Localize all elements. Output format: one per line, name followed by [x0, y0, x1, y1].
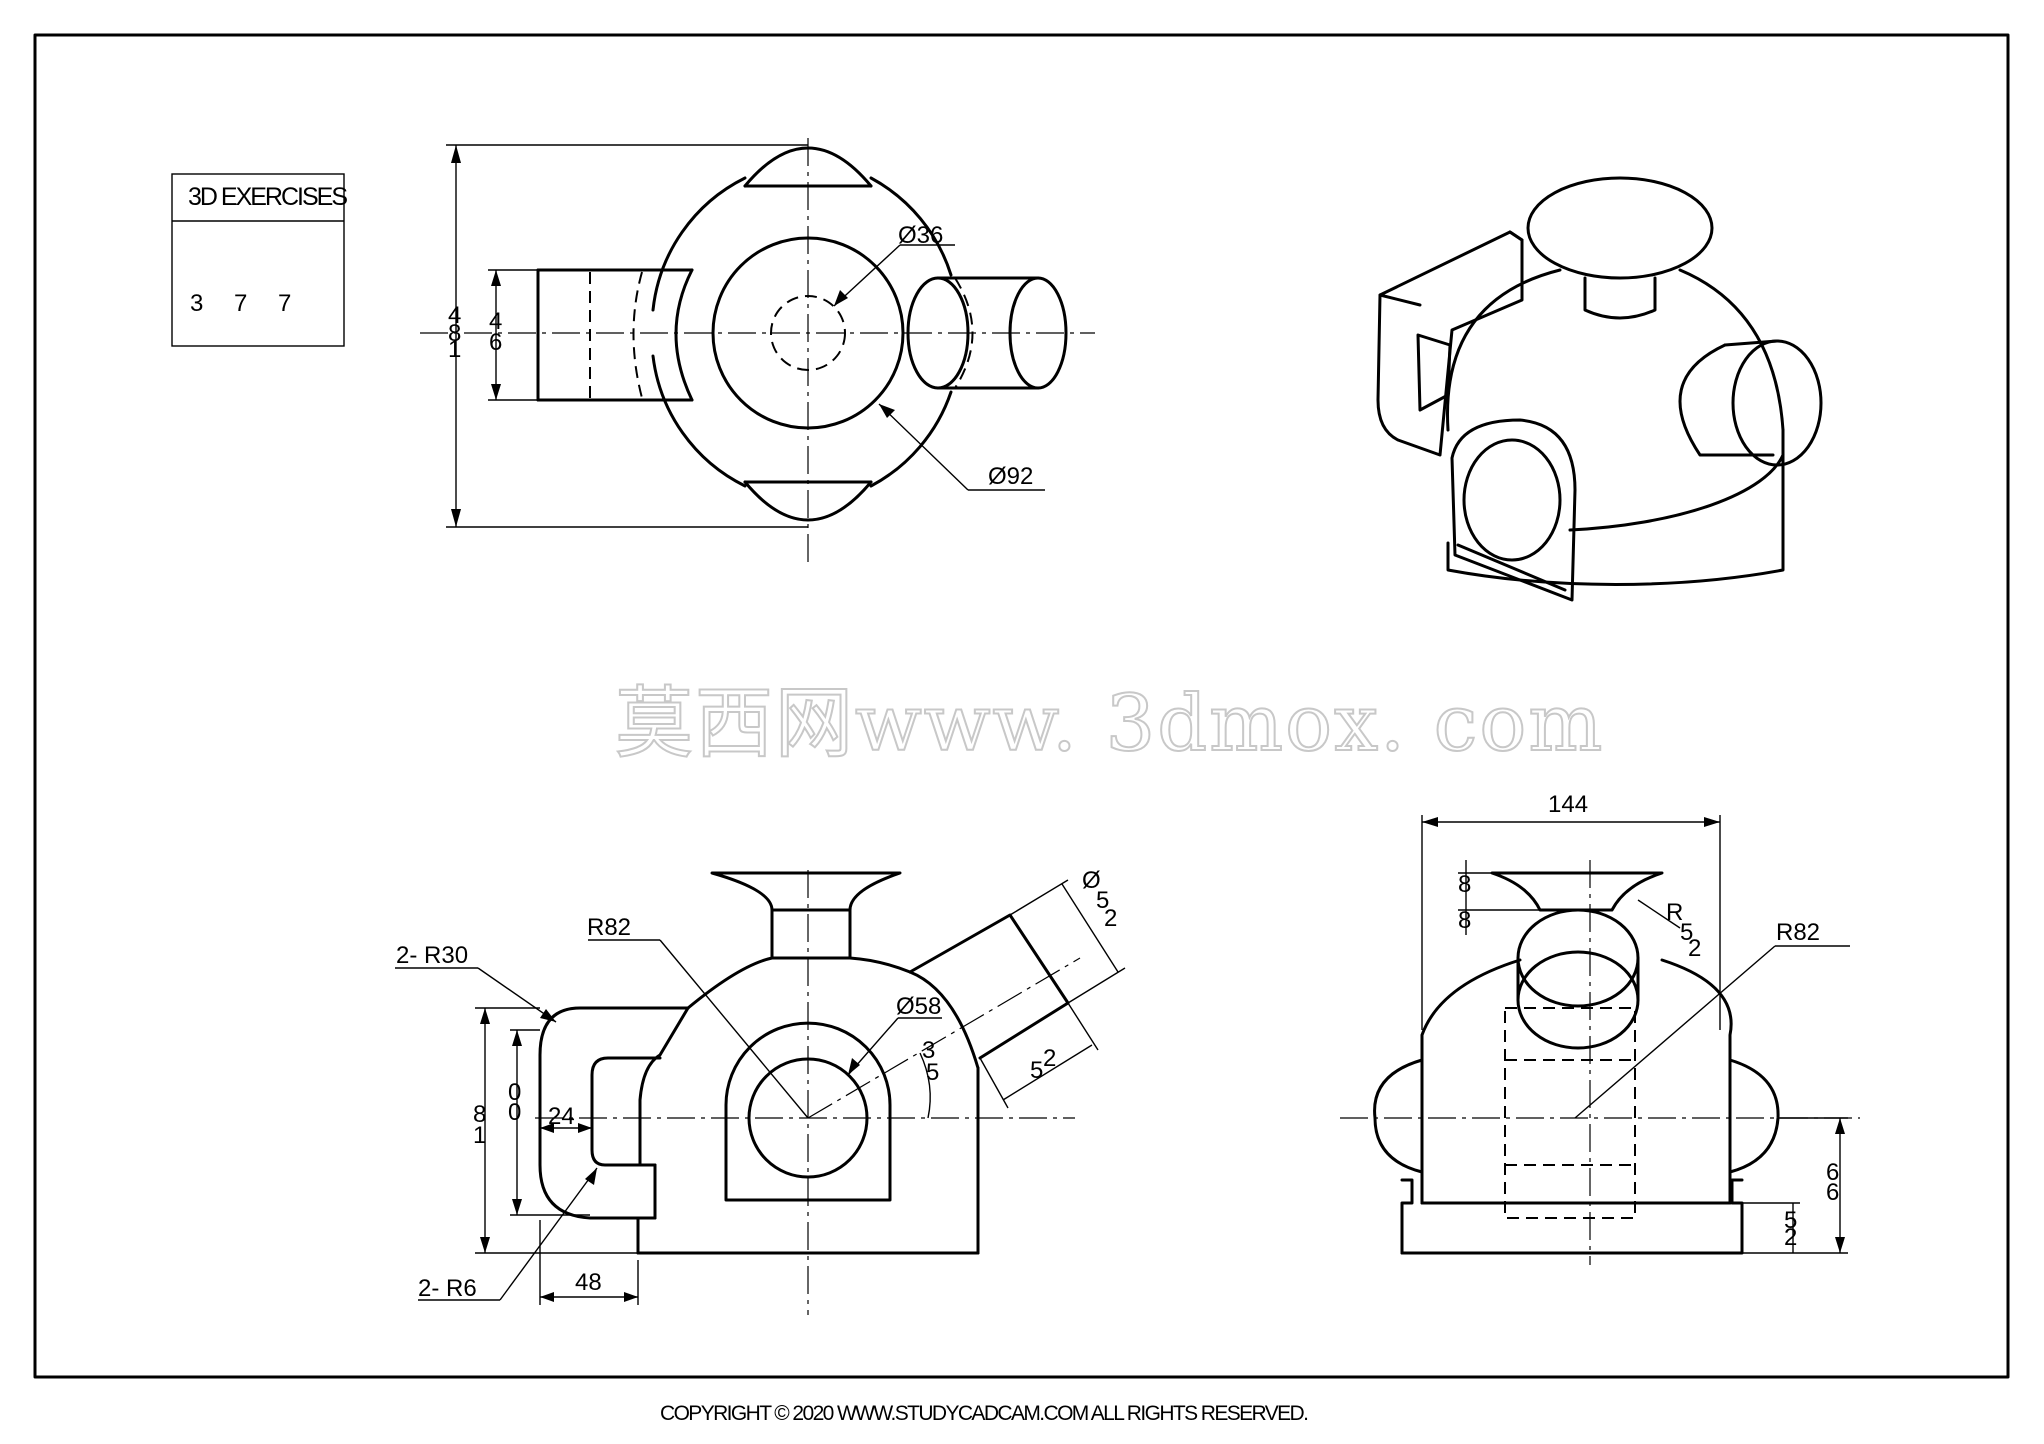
top-view: 4 8 1 4 6 Ø36 Ø92: [420, 138, 1095, 568]
isometric-view: [1376, 176, 1823, 602]
dim-radius-52: 5: [1680, 919, 1693, 946]
dim-radius-30: 2- R30: [396, 942, 468, 969]
dim-wall-24: 24: [548, 1103, 575, 1130]
sheet-border: [33, 33, 2010, 1379]
dim-diameter-58: Ø58: [896, 993, 941, 1020]
dim-flange-8: 8: [1458, 871, 1471, 898]
dim-length-52: 2: [1043, 1045, 1056, 1072]
dim-radius-82: R82: [587, 914, 631, 941]
dim-height-52: 5: [1784, 1207, 1797, 1234]
side-view: 144 8 8 R 5 2 R82 6 6 5 2: [1340, 791, 1860, 1265]
dim-width-48: 48: [575, 1269, 602, 1296]
title-block: 3D EXERCISES 3 7 7: [171, 173, 349, 347]
dim-front-height: 8: [473, 1101, 486, 1128]
dim-neck-8: 8: [1458, 907, 1471, 934]
dim-height-66: 6: [1826, 1159, 1839, 1186]
dim-diameter-52: Ø: [1082, 867, 1101, 894]
dim-diameter-92: Ø92: [988, 463, 1033, 490]
dim-handle-height: 4: [489, 308, 502, 335]
dim-diameter-36: Ø36: [898, 222, 943, 249]
dim-radius-52: 2: [1688, 935, 1701, 962]
dim-overall-height: 4: [448, 302, 461, 329]
exercise-number-digit: 7: [234, 290, 247, 317]
dim-overall-height: 1: [448, 336, 461, 363]
dim-height-52: 2: [1784, 1224, 1797, 1251]
copyright-footer: COPYRIGHT © 2020 WWW.STUDYCADCAM.COM ALL…: [660, 1402, 1307, 1425]
watermark: 莫西网www. 3dmox. com: [615, 679, 1604, 769]
dim-side-radius-82: R82: [1776, 919, 1820, 946]
dim-radius-6: 2- R6: [418, 1275, 477, 1302]
dim-inner-height: 0: [508, 1079, 521, 1106]
dim-inner-height: 0: [508, 1099, 521, 1126]
dim-diameter-52: 2: [1104, 905, 1117, 932]
dim-handle-height: 6: [489, 329, 502, 356]
exercise-number-digit: 3: [190, 290, 203, 317]
dim-angle-35: 5: [926, 1059, 939, 1086]
dim-height-66: 6: [1826, 1179, 1839, 1206]
dim-width-144: 144: [1548, 791, 1588, 818]
title-heading: 3D EXERCISES: [188, 183, 347, 211]
front-view: 8 1 0 0 24 48 2- R30 2- R6 R82: [395, 867, 1126, 1315]
exercise-number-digit: 7: [278, 290, 291, 317]
dim-radius-52: R: [1666, 899, 1683, 926]
dim-front-height: 1: [473, 1122, 486, 1149]
dim-overall-height: 8: [448, 320, 461, 347]
dim-angle-35: 3: [922, 1037, 935, 1064]
dim-diameter-52: 5: [1096, 887, 1109, 914]
dim-length-52: 5: [1030, 1057, 1043, 1084]
